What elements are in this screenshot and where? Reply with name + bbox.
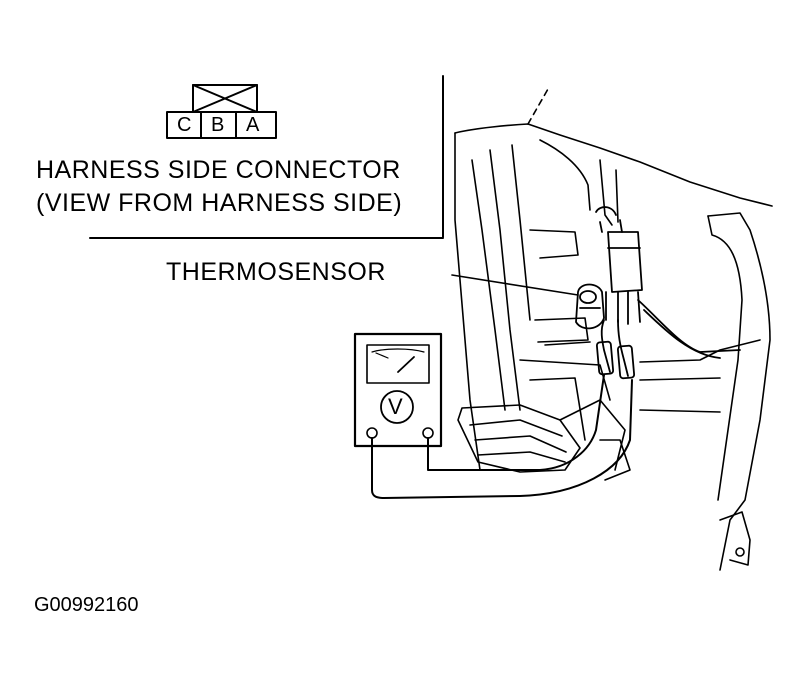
connector-pin-label-a: A [246,114,260,136]
connector-panel-border [89,75,444,239]
figure-id: G00992160 [34,594,139,616]
thermosensor-part [575,283,605,330]
connector-caption-line1: HARNESS SIDE CONNECTOR [36,156,401,184]
test-leads [371,374,633,499]
vehicle-body [454,88,773,571]
connector-pin-label-c: C [177,114,192,136]
voltmeter [353,332,443,448]
thermosensor-label: THERMOSENSOR [166,258,386,286]
connector-caption-line2: (VIEW FROM HARNESS SIDE) [36,189,403,217]
harness-wiring [595,206,741,380]
harness-connector-symbol [166,84,277,139]
thermosensor-leader-line [451,274,579,296]
voltmeter-symbol: V [388,394,403,419]
connector-pin-label-b: B [211,114,225,136]
